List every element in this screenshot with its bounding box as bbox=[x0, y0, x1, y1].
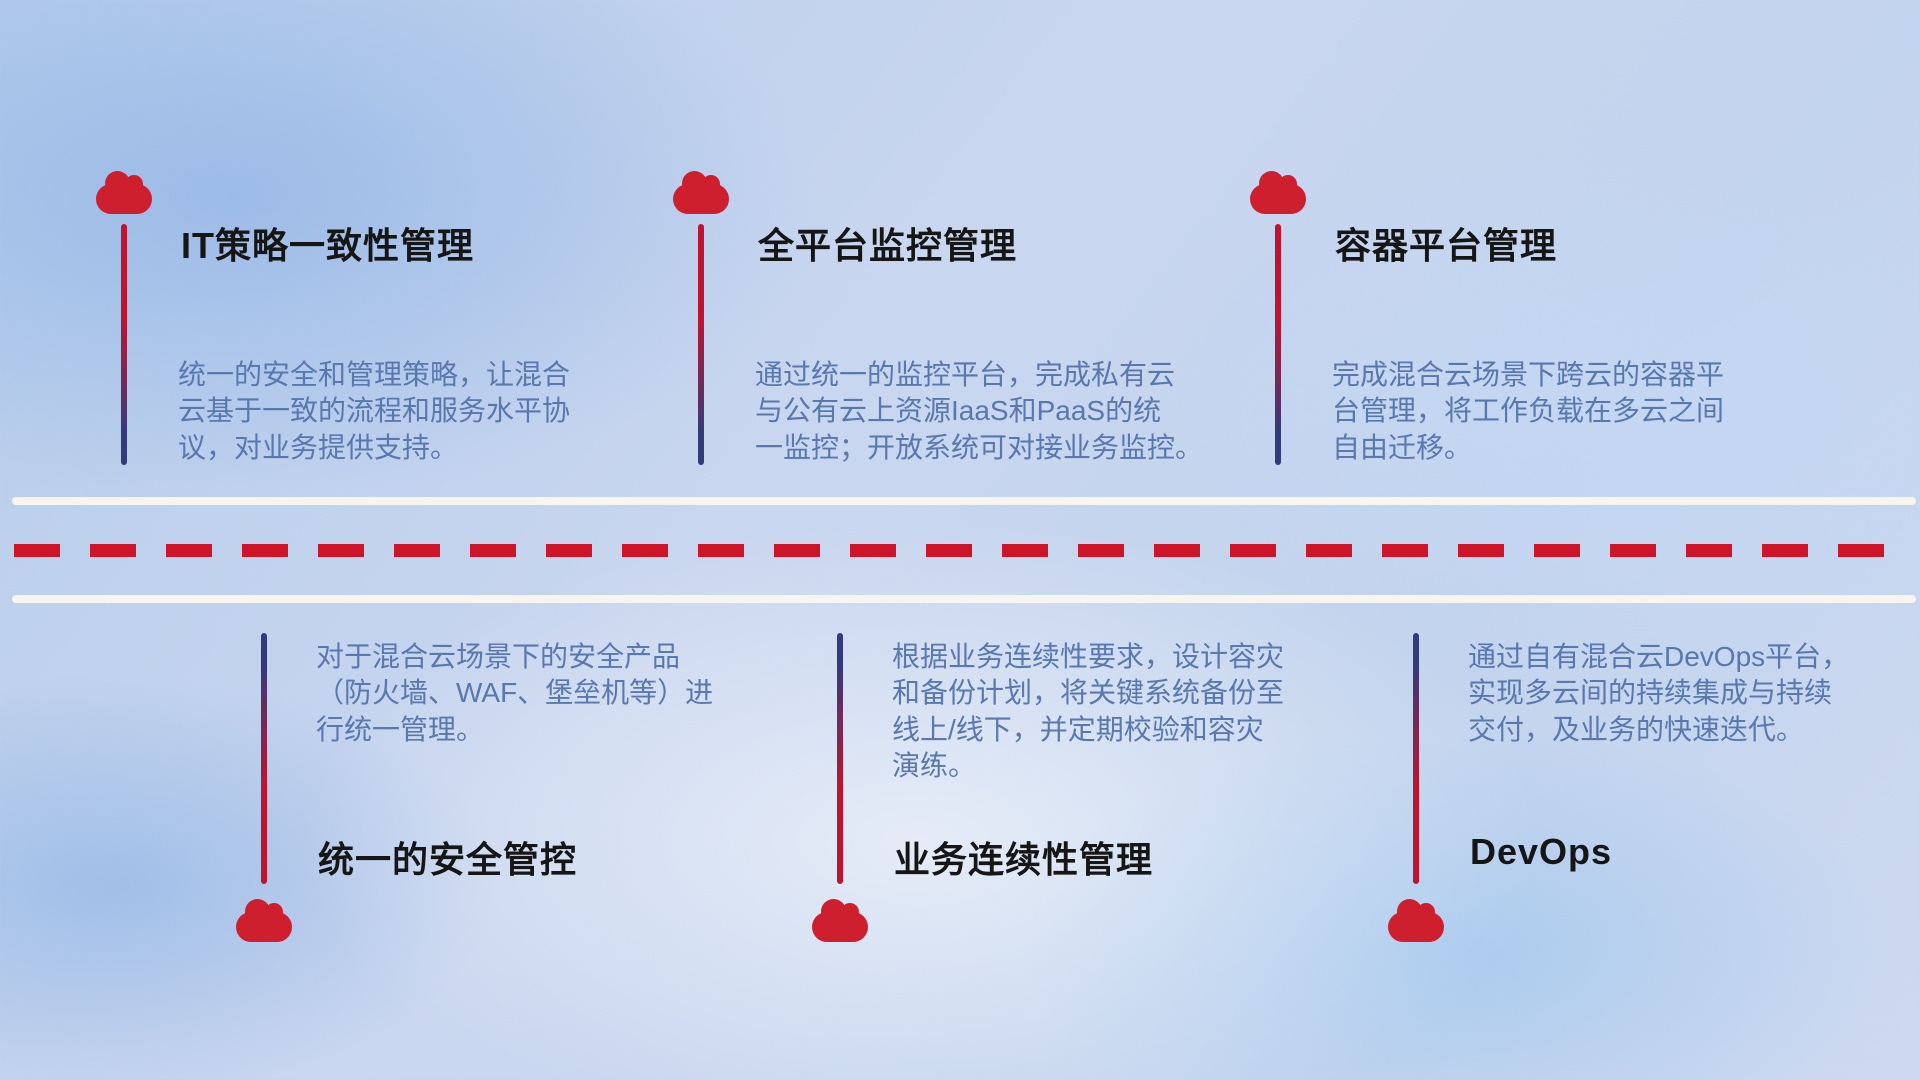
connector-line bbox=[698, 224, 704, 465]
cloud-icon bbox=[1388, 899, 1444, 942]
road-line-bottom bbox=[12, 595, 1916, 603]
item-title: 业务连续性管理 bbox=[894, 839, 1154, 880]
connector-line bbox=[121, 224, 127, 465]
item-description: 对于混合云场景下的安全产品 （防火墙、WAF、堡垒机等）进 行统一管理。 bbox=[316, 641, 714, 745]
item-title: IT策略一致性管理 bbox=[181, 225, 474, 266]
road-line-top bbox=[12, 497, 1916, 505]
divider-road bbox=[0, 497, 1920, 603]
item-description: 完成混合云场景下跨云的容器平 台管理，将工作负载在多云之间 自由迁移。 bbox=[1332, 359, 1725, 463]
cloud-icon bbox=[673, 171, 729, 214]
cloud-icon bbox=[96, 171, 152, 214]
item-title: 容器平台管理 bbox=[1335, 225, 1558, 266]
item-description: 通过自有混合云DevOps平台， 实现多云间的持续集成与持续 交付，及业务的快速… bbox=[1468, 641, 1850, 745]
cloud-icon bbox=[812, 899, 868, 942]
item-title: 统一的安全管控 bbox=[318, 839, 578, 880]
connector-line bbox=[261, 633, 267, 884]
connector-line bbox=[1275, 224, 1281, 465]
connector-line bbox=[837, 633, 843, 884]
connector-line bbox=[1413, 633, 1419, 884]
cloud-icon bbox=[1250, 171, 1306, 214]
dashed-center-line bbox=[14, 544, 1912, 557]
item-description: 通过统一的监控平台，完成私有云 与公有云上资源IaaS和PaaS的统 一监控；开… bbox=[755, 359, 1204, 463]
item-title: DevOps bbox=[1470, 831, 1613, 872]
item-title: 全平台监控管理 bbox=[758, 225, 1018, 266]
item-description: 根据业务连续性要求，设计容灾 和备份计划，将关键系统备份至 线上/线下，并定期校… bbox=[892, 641, 1285, 782]
cloud-icon bbox=[236, 899, 292, 942]
item-description: 统一的安全和管理策略，让混合 云基于一致的流程和服务水平协 议，对业务提供支持。 bbox=[178, 359, 571, 463]
